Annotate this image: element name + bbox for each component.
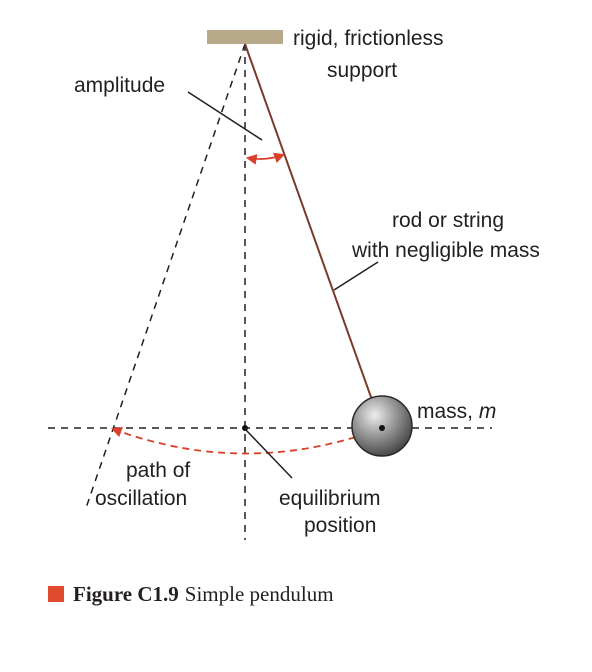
caption-marker: [48, 586, 64, 602]
equilibrium-leader-line: [245, 429, 293, 479]
support-label-line2: support: [327, 59, 397, 82]
mass-symbol: m: [479, 400, 497, 423]
caption-label: Figure C1.9: [73, 582, 179, 606]
pendulum-rod: [244, 43, 383, 429]
support-block: [207, 30, 283, 44]
bob-center-dot: [379, 425, 385, 431]
amplitude-label: amplitude: [74, 74, 165, 97]
rod-leader-line: [333, 261, 379, 291]
oscillation-path-arrow: [110, 426, 383, 455]
rod-label-line1: rod or string: [392, 209, 504, 232]
equilibrium-label-line2: position: [304, 514, 376, 537]
mass-label-prefix: mass,: [417, 400, 479, 423]
path-label-line1: path of: [126, 459, 190, 482]
equilibrium-point: [242, 425, 248, 431]
support-label-line1: rigid, frictionless: [293, 27, 444, 50]
amplitude-arrow: [245, 152, 286, 165]
amplitude-leader-line: [187, 91, 263, 141]
equilibrium-label-line1: equilibrium: [279, 487, 381, 510]
mass-label: mass, m: [417, 400, 496, 423]
rod-label-line2: with negligible mass: [351, 239, 540, 262]
path-label-line2: oscillation: [95, 487, 187, 510]
caption-text: Simple pendulum: [185, 582, 334, 606]
